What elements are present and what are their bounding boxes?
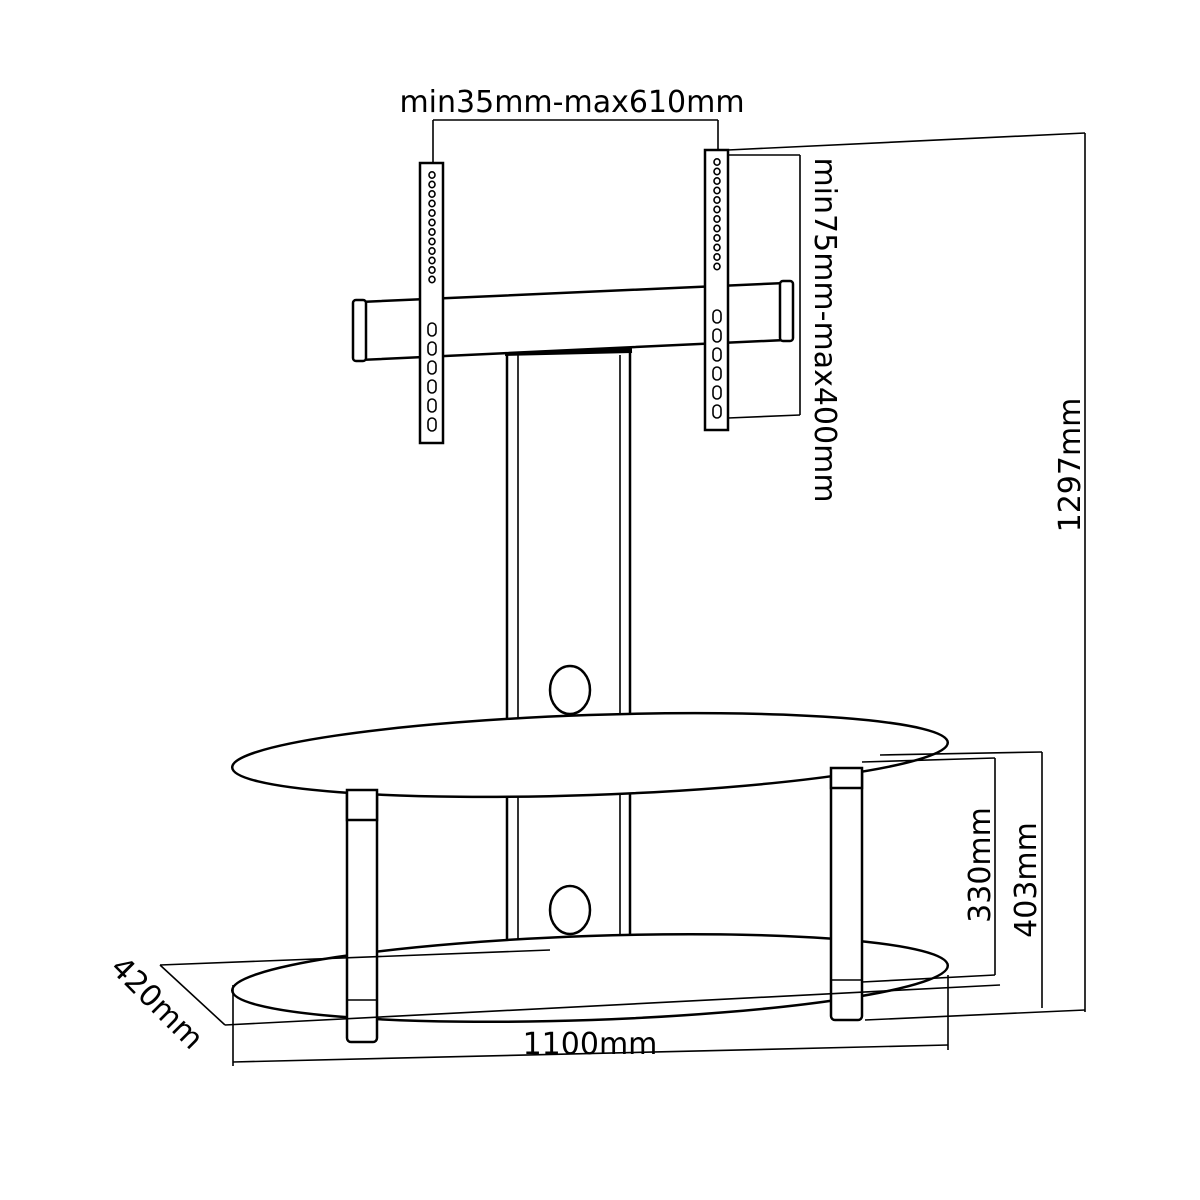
shelf-height-label: 403mm: [1009, 822, 1044, 938]
bracket-hole: [428, 218, 436, 227]
bracket-hole: [428, 256, 436, 265]
leg-left: [345, 788, 379, 1044]
bracket-width-dimension: min35mm-max610mm: [399, 85, 745, 165]
total-height-dimension: 1297mm: [727, 132, 1088, 1021]
bracket-slot: [712, 404, 722, 419]
bracket-slot: [427, 398, 437, 413]
bracket-hole: [713, 205, 721, 214]
bracket-hole: [428, 275, 436, 284]
bracket-slot: [712, 385, 722, 400]
upper-column: [504, 347, 633, 737]
width-label: 1100mm: [523, 1027, 658, 1062]
bracket-hole: [428, 171, 436, 180]
bracket-hole: [428, 209, 436, 218]
bracket-hole: [713, 177, 721, 186]
bracket-hole: [713, 234, 721, 243]
bracket-hole: [428, 199, 436, 208]
bracket-slot: [427, 417, 437, 432]
bracket-slot: [427, 360, 437, 375]
bracket-hole: [428, 237, 436, 246]
bracket-hole: [713, 262, 721, 271]
bracket-height-label: min75mm-max400mm: [807, 157, 842, 502]
bracket-hole: [428, 265, 436, 274]
bracket-hole: [428, 190, 436, 199]
bracket-hole: [713, 243, 721, 252]
bracket-height-dimension: min75mm-max400mm: [727, 154, 842, 503]
top-shelf: [230, 711, 950, 799]
bracket-slot: [712, 309, 722, 324]
bracket-hole: [713, 158, 721, 167]
shelf-gap-dimension: 330mm: [861, 757, 998, 983]
bracket-hole: [428, 247, 436, 256]
bracket-slot: [712, 347, 722, 362]
bracket-slot: [427, 341, 437, 356]
bracket-slot: [712, 328, 722, 343]
depth-label: 420mm: [103, 950, 210, 1057]
crossbar: [351, 279, 795, 363]
bracket-left: [418, 161, 445, 445]
leg-right: [829, 766, 864, 1022]
bracket-hole: [713, 215, 721, 224]
cable-hole-upper: [548, 664, 592, 716]
bracket-hole: [713, 253, 721, 262]
bracket-hole: [713, 186, 721, 195]
lower-column: [505, 778, 632, 952]
bracket-hole: [713, 167, 721, 176]
bracket-hole: [713, 224, 721, 233]
bracket-width-label: min35mm-max610mm: [399, 85, 744, 120]
shelf-gap-label: 330mm: [963, 807, 998, 923]
bracket-slot: [427, 322, 437, 337]
bracket-hole: [428, 228, 436, 237]
shelf-height-dimension: 403mm: [879, 751, 1044, 1008]
bracket-slot: [427, 379, 437, 394]
width-dimension: 1100mm: [232, 975, 949, 1066]
bracket-slot: [712, 366, 722, 381]
cable-hole-lower: [548, 884, 592, 936]
bracket-hole: [428, 180, 436, 189]
bracket-right: [703, 148, 730, 432]
bracket-hole: [713, 196, 721, 205]
total-height-label: 1297mm: [1053, 398, 1088, 533]
